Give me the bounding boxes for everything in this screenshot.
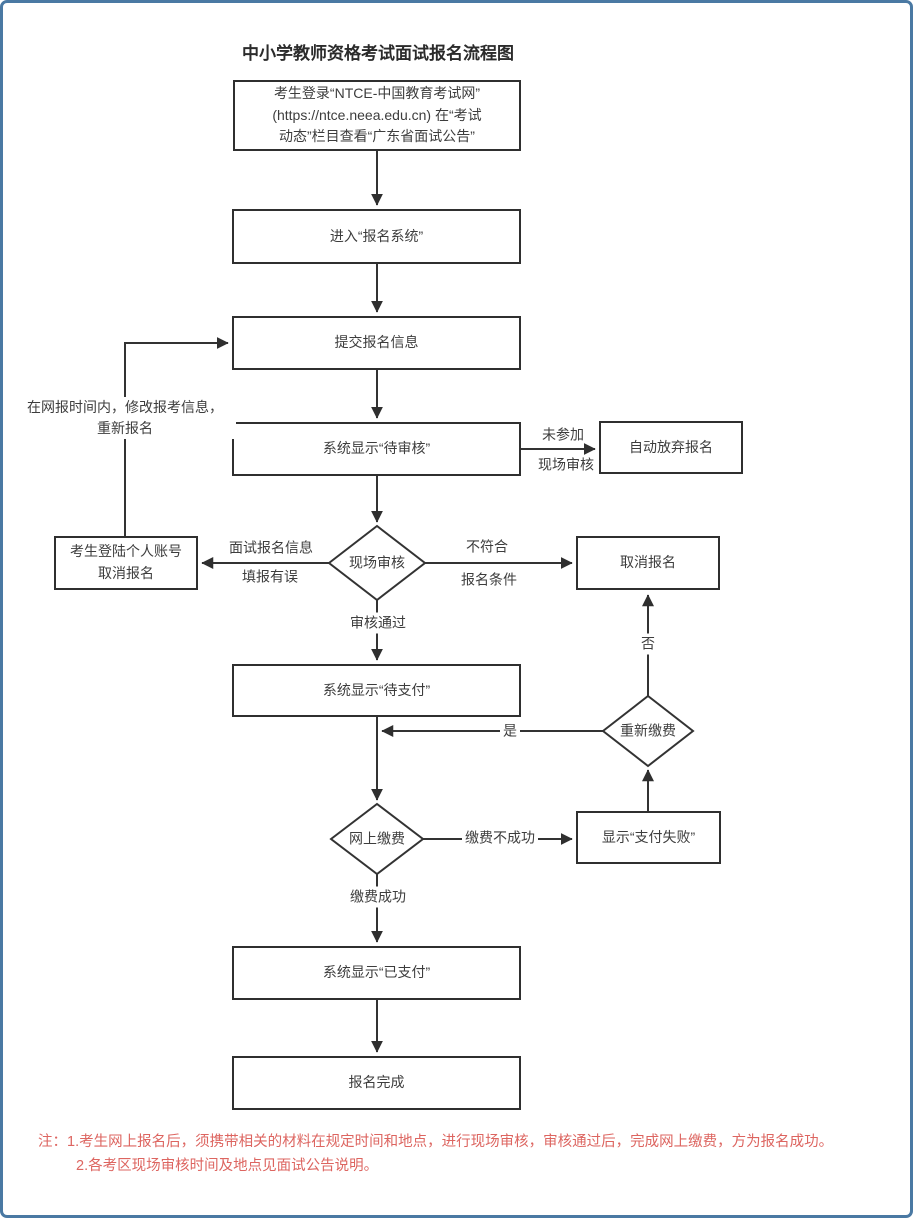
flow-box-login: 考生登录“NTCE-中国教育考试网” (https://ntce.neea.ed… xyxy=(233,80,521,151)
flow-box-complete: 报名完成 xyxy=(232,1056,521,1110)
flow-box-auto-abandon: 自动放弃报名 xyxy=(599,421,743,474)
decision-repay-label: 重新缴费 xyxy=(620,722,676,739)
flow-box-cancel-registration: 取消报名 xyxy=(576,536,720,590)
decision-online-pay-label: 网上缴费 xyxy=(349,830,405,847)
flow-box-pay-fail: 显示“支付失败” xyxy=(576,811,721,864)
flow-box-submit-info: 提交报名信息 xyxy=(232,316,521,370)
edge-label-pay-success: 缴费成功 xyxy=(347,886,409,908)
edge-label-review-pass: 审核通过 xyxy=(347,612,409,634)
connector-lines xyxy=(124,151,695,1053)
edge-label-yes: 是 xyxy=(500,720,520,742)
footnotes: 注：1.考生网上报名后，须携带相关的材料在规定时间和地点，进行现场审核，审核通过… xyxy=(38,1131,898,1179)
edge-label-info-error-line1: 面试报名信息 xyxy=(229,539,313,556)
flow-box-enter-system: 进入“报名系统” xyxy=(232,209,521,264)
edge-label-not-qualified-line2: 报名条件 xyxy=(461,571,517,588)
flow-box-cancel-account: 考生登陆个人账号 取消报名 xyxy=(54,536,198,590)
decision-online-pay-shape xyxy=(329,802,425,876)
edge-label-info-error-line2: 填报有误 xyxy=(242,568,298,585)
edge-label-pay-not-success: 缴费不成功 xyxy=(462,827,538,849)
decision-onsite-review-shape xyxy=(327,524,427,602)
flow-box-pending-review: 系统显示“待审核” xyxy=(232,422,521,476)
flow-box-pending-pay: 系统显示“待支付” xyxy=(232,664,521,717)
edge-label-not-qualified-line1: 不符合 xyxy=(466,538,508,555)
edge-label-not-attend-line2: 现场审核 xyxy=(538,456,594,473)
footnote-line1: 注：1.考生网上报名后，须携带相关的材料在规定时间和地点，进行现场审核，审核通过… xyxy=(38,1134,834,1150)
edge-label-modify-loop: 在网报时间内，修改报考信息， 重新报名 xyxy=(14,397,236,439)
decision-onsite-review-label: 现场审核 xyxy=(349,554,405,571)
edge-label-not-attend-line1: 未参加 xyxy=(542,426,584,443)
flow-box-paid: 系统显示“已支付” xyxy=(232,946,521,1000)
decision-repay-shape xyxy=(601,694,695,768)
footnote-line2: 2.各考区现场审核时间及地点见面试公告说明。 xyxy=(76,1157,379,1174)
page-title: 中小学教师资格考试面试报名流程图 xyxy=(242,44,514,63)
edge-label-no: 否 xyxy=(638,633,658,655)
